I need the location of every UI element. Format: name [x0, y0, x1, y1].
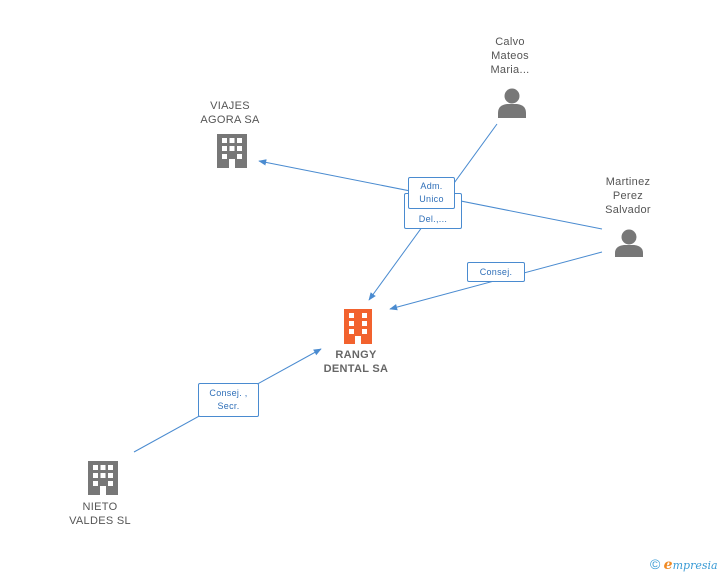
calvo-person-icon[interactable]	[498, 88, 526, 119]
edge-label-line: Del.,...	[418, 214, 448, 224]
viajes-building-icon[interactable]	[217, 134, 247, 168]
node-label-line: Perez	[612, 190, 644, 202]
node-label-line: Martinez	[605, 176, 651, 188]
brand-logo-initial: e	[663, 557, 673, 573]
edge-label-line: Secr.	[217, 401, 240, 411]
node-label-line: NIETO	[82, 501, 118, 513]
node-label-line: VALDES SL	[69, 515, 131, 527]
node-label-martinez-perez[interactable]: Martinez Perez Salvador	[590, 175, 666, 217]
node-label-line: Salvador	[605, 204, 651, 216]
edge-label-line: Unico	[419, 194, 444, 204]
node-label-viajes-agora[interactable]: VIAJES AGORA SA	[190, 99, 270, 127]
martinez-person-icon[interactable]	[615, 229, 643, 258]
node-label-line: RANGY	[335, 349, 377, 361]
node-label-rangy-dental[interactable]: RANGY DENTAL SA	[316, 348, 396, 376]
node-label-line: Maria...	[490, 64, 530, 76]
node-label-line: Calvo	[495, 36, 525, 48]
brand-logo-text: mpresia	[672, 559, 718, 572]
edge-label-line: Adm.	[420, 181, 443, 191]
nieto-building-icon[interactable]	[88, 461, 118, 495]
central-building-icon[interactable]	[344, 309, 372, 344]
node-label-line: VIAJES	[210, 100, 250, 112]
footer-brand[interactable]: © empresia	[650, 555, 718, 573]
node-label-calvo-mateos[interactable]: Calvo Mateos Maria...	[472, 35, 548, 77]
edge-label-line: Consej.	[479, 267, 513, 277]
edge-label-consej-secr[interactable]: Consej. , Secr.	[198, 383, 259, 417]
node-label-line: Mateos	[491, 50, 529, 62]
edge-label-consej[interactable]: Consej.	[467, 262, 525, 282]
copyright-icon: ©	[650, 556, 661, 572]
node-label-line: AGORA SA	[200, 114, 260, 126]
node-label-line: DENTAL SA	[323, 363, 389, 375]
edge-label-adm-unico[interactable]: Adm. Unico	[408, 177, 455, 209]
node-label-nieto-valdes[interactable]: NIETO VALDES SL	[60, 500, 140, 528]
edge-label-line: Consej. ,	[209, 388, 248, 398]
